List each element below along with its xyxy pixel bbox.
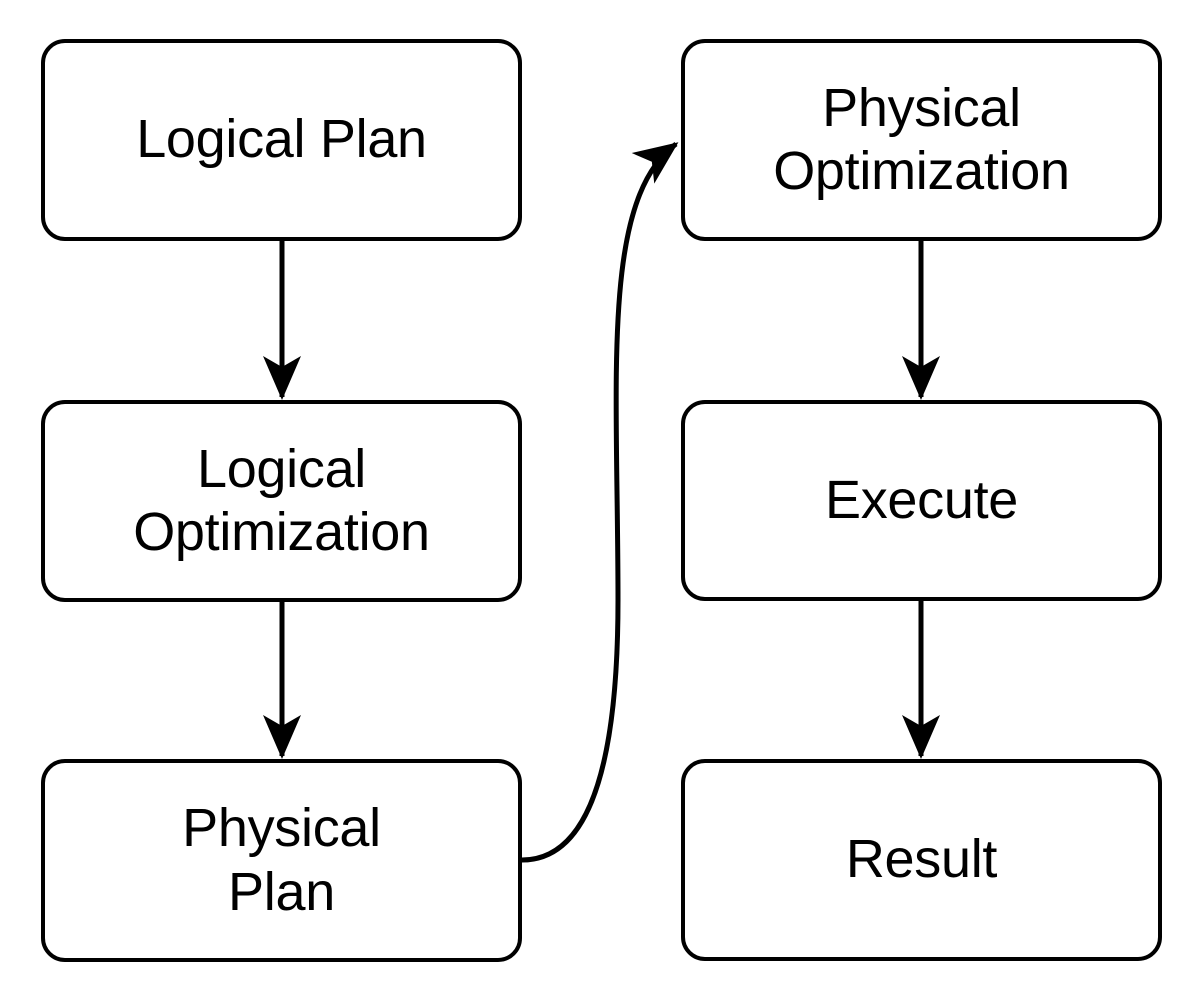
node-logical-optimization[interactable]: Logical Optimization (41, 400, 522, 602)
node-logical-optimization-label: Logical Optimization (133, 438, 430, 562)
node-result-label: Result (845, 829, 998, 890)
node-physical-plan[interactable]: Physical Plan (41, 759, 522, 962)
node-logical-plan[interactable]: Logical Plan (41, 39, 522, 241)
node-execute-label: Execute (824, 469, 1019, 530)
node-physical-plan-label: Physical Plan (182, 798, 381, 922)
node-result[interactable]: Result (681, 759, 1162, 961)
node-logical-plan-label: Logical Plan (136, 109, 427, 170)
node-physical-optimization-label: Physical Optimization (773, 77, 1070, 201)
edge-physical-plan-to-physical-optimization (521, 141, 679, 863)
node-execute[interactable]: Execute (681, 400, 1162, 601)
node-physical-optimization[interactable]: Physical Optimization (681, 39, 1162, 241)
